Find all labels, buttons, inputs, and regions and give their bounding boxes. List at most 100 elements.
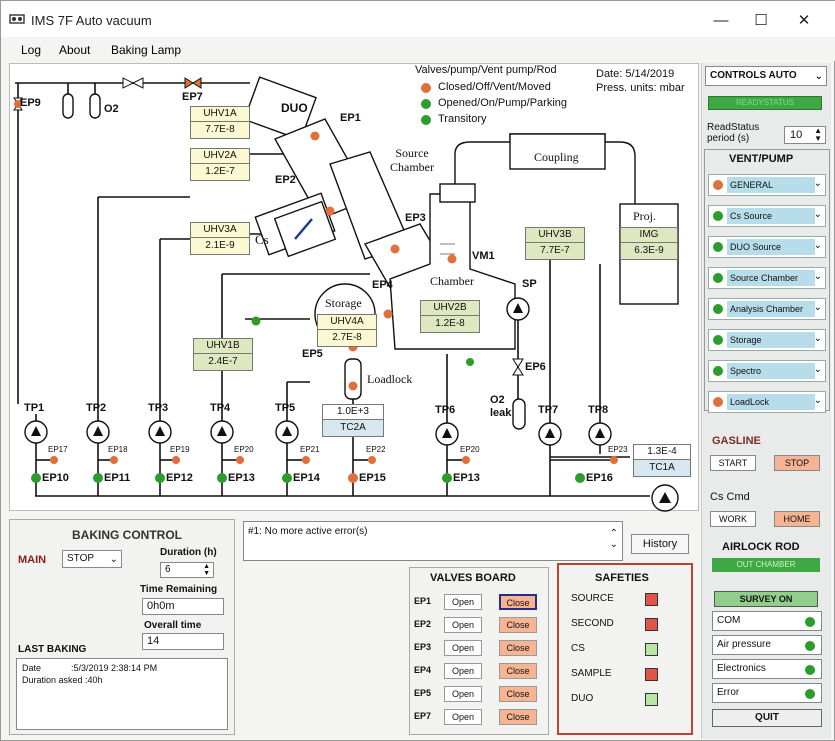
gauge-name: UHV4A [318, 315, 376, 330]
vent-pump-select-label[interactable]: DUO Source [727, 239, 815, 255]
safety-label: SAMPLE [571, 668, 612, 679]
chevron-down-icon[interactable]: ⌄ [813, 240, 822, 251]
ep3-label: EP3 [405, 212, 426, 224]
valve-open-button[interactable]: Open [444, 686, 482, 702]
gauge-tc2a[interactable]: 1.0E+3 TC2A [322, 404, 384, 437]
window-title: IMS 7F Auto vacuum [31, 13, 152, 28]
close-button[interactable]: ✕ [797, 12, 811, 29]
gasline-title: GASLINE [712, 435, 761, 447]
vent-pump-row-analysis-chamber[interactable]: Analysis Chamber⌄ [708, 298, 826, 320]
gauge-uhv2b[interactable]: UHV2B 1.2E-8 [420, 300, 480, 333]
cs-home-button[interactable]: HOME [774, 511, 820, 527]
chevron-down-icon[interactable]: ⌄ [813, 178, 822, 189]
chevron-down-icon[interactable]: ⌄ [813, 209, 822, 220]
vent-pump-select-label[interactable]: LoadLock [727, 394, 815, 410]
o2-leak-label: O2 leak [490, 394, 512, 419]
spinner-arrows-icon[interactable]: ▲▼ [203, 563, 210, 577]
valve-open-button[interactable]: Open [444, 640, 482, 656]
chevron-down-icon[interactable]: ⌄ [813, 302, 822, 313]
vent-pump-row-loadlock[interactable]: LoadLock⌄ [708, 391, 826, 413]
gauge-uhv3b[interactable]: UHV3B 7.7E-7 [525, 227, 585, 260]
vent-pump-row-storage[interactable]: Storage⌄ [708, 329, 826, 351]
gasline-stop-button[interactable]: STOP [774, 455, 820, 471]
gauge-uhv1b[interactable]: UHV1B 2.4E-7 [193, 338, 253, 371]
vent-pump-status-dot [713, 180, 723, 190]
gauge-uhv1a[interactable]: UHV1A 7.7E-8 [190, 106, 250, 139]
gauge-value: 1.2E-8 [421, 316, 479, 332]
duration-spinner[interactable]: 6 ▲▼ [160, 562, 214, 578]
quit-button[interactable]: QUIT [712, 709, 822, 727]
ep13b-label: EP13 [453, 472, 480, 484]
ep11-label: EP11 [104, 472, 131, 484]
valve-close-button[interactable]: Close [499, 686, 537, 702]
main-label: MAIN [18, 554, 47, 566]
chevron-down-icon[interactable]: ⌄ [813, 364, 822, 375]
cs-work-button[interactable]: WORK [710, 511, 756, 527]
gauge-uhv3a[interactable]: UHV3A 2.1E-9 [190, 222, 250, 255]
time-remaining-field: 0h0m [142, 598, 224, 615]
chevron-down-icon[interactable]: ⌄ [813, 271, 822, 282]
gauge-uhv4a[interactable]: UHV4A 2.7E-8 [317, 314, 377, 347]
last-duration: Duration asked :40h [22, 675, 103, 685]
duration-value: 6 [165, 564, 171, 575]
valve-open-button[interactable]: Open [444, 663, 482, 679]
chevron-down-icon: ⌄ [814, 71, 823, 82]
valve-close-button[interactable]: Close [499, 594, 537, 610]
vent-pump-select-label[interactable]: Source Chamber [727, 270, 815, 286]
menu-baking-lamp[interactable]: Baking Lamp [111, 43, 182, 57]
valve-open-button[interactable]: Open [444, 594, 482, 610]
valve-close-button[interactable]: Close [499, 640, 537, 656]
valve-close-button[interactable]: Close [499, 709, 537, 725]
chevron-down-icon[interactable]: ⌄ [813, 333, 822, 344]
valve-open-button[interactable]: Open [444, 709, 482, 725]
spinner-arrows-icon[interactable]: ▲▼ [814, 126, 822, 143]
valve-open-button[interactable]: Open [444, 617, 482, 633]
survey-on-button[interactable]: SURVEY ON [714, 591, 818, 607]
gauge-uhv2a[interactable]: UHV2A 1.2E-7 [190, 148, 250, 181]
ep18-label: EP18 [108, 445, 128, 454]
vent-pump-select-label[interactable]: Analysis Chamber [727, 301, 815, 317]
status-label: Electronics [717, 663, 766, 674]
ep13-label: EP13 [228, 472, 255, 484]
scroll-arrows-icon[interactable]: ⌃⌄ [609, 528, 618, 550]
gauge-tc1a[interactable]: 1.3E-4 TC1A [633, 444, 691, 477]
baking-title: BAKING CONTROL [72, 528, 182, 542]
vent-pump-select-label[interactable]: Cs Source [727, 208, 815, 224]
status-indicator-dot [805, 617, 815, 627]
safety-status-indicator [645, 593, 658, 606]
menu-log[interactable]: Log [21, 43, 42, 57]
gasline-start-button[interactable]: START [710, 455, 756, 471]
vent-pump-row-duo-source[interactable]: DUO Source⌄ [708, 236, 826, 258]
safety-label: SECOND [571, 618, 614, 629]
time-remaining-label: Time Remaining [140, 584, 218, 595]
gauge-value: 1.2E-7 [191, 164, 249, 180]
error-message-box[interactable]: #1: No more active error(s) ⌃⌄ [243, 521, 623, 561]
vent-pump-select-label[interactable]: Spectro [727, 363, 815, 379]
vent-pump-row-cs-source[interactable]: Cs Source⌄ [708, 205, 826, 227]
maximize-button[interactable]: ☐ [754, 12, 768, 29]
status-label: COM [717, 615, 741, 626]
baking-control-panel: BAKING CONTROL MAIN STOP ⌄ Duration (h) … [9, 519, 235, 735]
valve-close-button[interactable]: Close [499, 617, 537, 633]
vent-pump-row-general[interactable]: GENERAL⌄ [708, 174, 826, 196]
gauge-img[interactable]: IMG 6.3E-9 [620, 227, 678, 260]
history-button[interactable]: History [631, 534, 689, 554]
ep6-label: EP6 [525, 361, 546, 373]
vent-pump-select-label[interactable]: GENERAL [727, 177, 815, 193]
legend-units: Press. units: mbar [596, 82, 685, 94]
valve-close-button[interactable]: Close [499, 663, 537, 679]
status-row: Electronics [712, 659, 822, 679]
vent-pump-row-spectro[interactable]: Spectro⌄ [708, 360, 826, 382]
last-date-label: Date [22, 663, 42, 673]
gauge-value: 2.4E-7 [194, 354, 252, 370]
chevron-down-icon[interactable]: ⌄ [813, 395, 822, 406]
vent-pump-row-source-chamber[interactable]: Source Chamber⌄ [708, 267, 826, 289]
status-row: Air pressure [712, 635, 822, 655]
minimize-button[interactable]: — [713, 12, 729, 29]
menu-about[interactable]: About [59, 43, 91, 57]
vent-pump-status-dot [713, 397, 723, 407]
read-period-spinner[interactable]: 10 ▲▼ [784, 126, 826, 144]
controls-mode-select[interactable]: CONTROLS AUTO ⌄ [705, 66, 827, 86]
main-select[interactable]: STOP ⌄ [62, 550, 122, 568]
vent-pump-select-label[interactable]: Storage [727, 332, 815, 348]
